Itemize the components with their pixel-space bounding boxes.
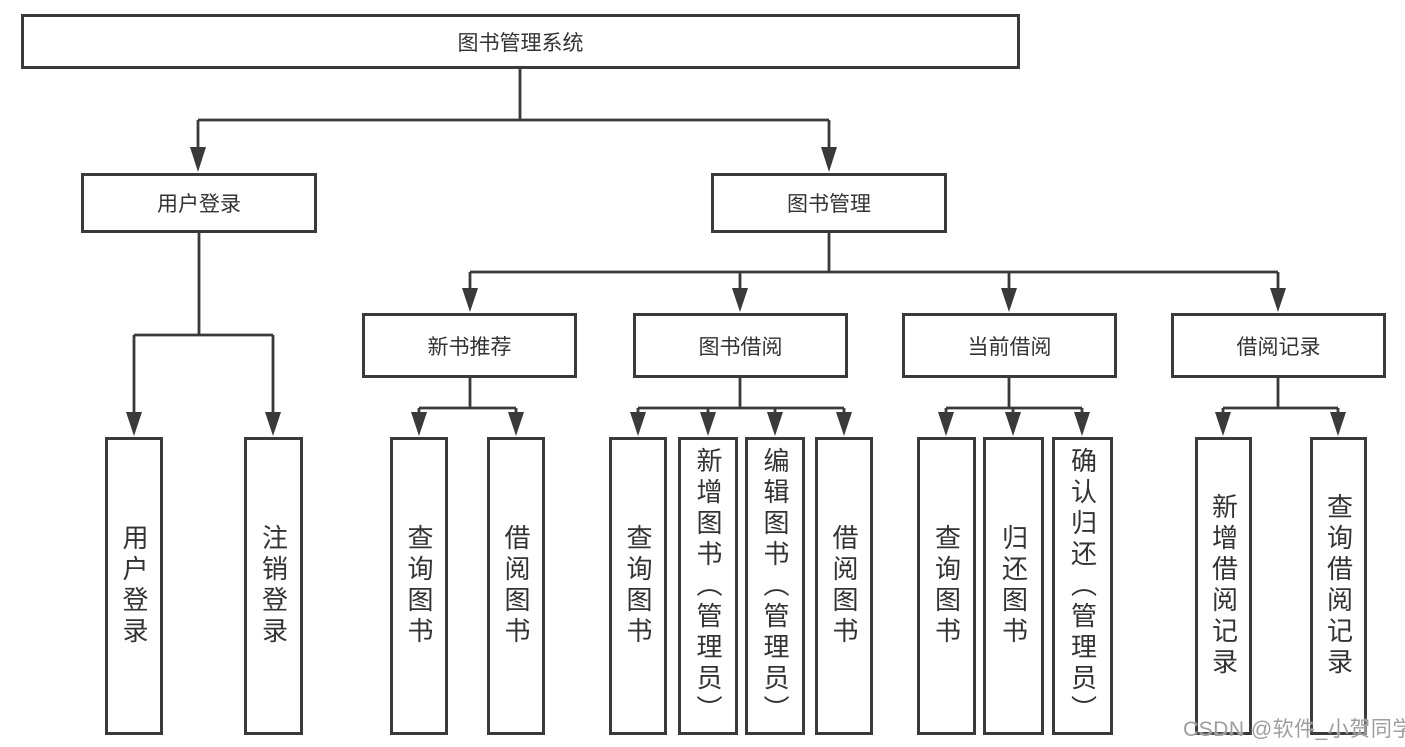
leaf-label: 新增借阅记录 bbox=[1208, 493, 1239, 679]
leaf-add-borrow-record: 新增借阅记录 bbox=[1195, 437, 1252, 735]
leaf-label: 查询图书 bbox=[931, 524, 962, 648]
leaf-current-query-book: 查询图书 bbox=[917, 437, 976, 735]
leaf-add-book-admin: 新增图书（管理员） bbox=[678, 437, 738, 735]
node-library-management-system: 图书管理系统 bbox=[21, 14, 1020, 69]
node-label: 用户登录 bbox=[157, 193, 241, 216]
leaf-return-book: 归还图书 bbox=[983, 437, 1044, 735]
node-label: 图书管理 bbox=[787, 193, 871, 216]
leaf-label: 查询借阅记录 bbox=[1323, 493, 1354, 679]
leaf-logout: 注销登录 bbox=[244, 437, 303, 735]
leaf-recommend-query-book: 查询图书 bbox=[390, 437, 448, 735]
leaf-label: 查询图书 bbox=[404, 524, 434, 648]
leaf-label: 编辑图书（管理员） bbox=[760, 446, 790, 726]
leaf-borrow-book: 借阅图书 bbox=[815, 437, 873, 735]
node-user-login: 用户登录 bbox=[81, 173, 317, 233]
leaf-query-borrow-record: 查询借阅记录 bbox=[1310, 437, 1367, 735]
leaf-label: 注销登录 bbox=[258, 524, 289, 648]
leaf-edit-book-admin: 编辑图书（管理员） bbox=[745, 437, 805, 735]
node-label: 图书借阅 bbox=[698, 335, 783, 359]
leaf-label: 借阅图书 bbox=[829, 524, 859, 648]
node-borrowing-records: 借阅记录 bbox=[1171, 313, 1386, 378]
node-book-management: 图书管理 bbox=[711, 173, 947, 233]
leaf-borrowing-query-book: 查询图书 bbox=[609, 437, 667, 735]
leaf-user-login: 用户登录 bbox=[105, 437, 163, 735]
node-book-borrowing: 图书借阅 bbox=[633, 313, 848, 378]
leaf-confirm-return-admin: 确认归还（管理员） bbox=[1052, 437, 1113, 735]
node-label: 新书推荐 bbox=[427, 335, 512, 359]
node-label: 图书管理系统 bbox=[457, 31, 584, 55]
leaf-label: 确认归还（管理员） bbox=[1067, 446, 1098, 726]
node-label: 借阅记录 bbox=[1236, 335, 1321, 359]
leaf-label: 新增图书（管理员） bbox=[693, 446, 723, 726]
leaf-label: 归还图书 bbox=[998, 524, 1029, 648]
csdn-watermark: CSDN @软件_小贺同学 bbox=[1183, 718, 1405, 741]
leaf-label: 借阅图书 bbox=[501, 524, 531, 648]
leaf-recommend-borrow-book: 借阅图书 bbox=[487, 437, 545, 735]
node-new-book-recommend: 新书推荐 bbox=[362, 313, 577, 378]
leaf-label: 用户登录 bbox=[119, 524, 149, 648]
leaf-label: 查询图书 bbox=[623, 524, 653, 648]
node-label: 当前借阅 bbox=[967, 335, 1052, 359]
node-current-borrowing: 当前借阅 bbox=[902, 313, 1117, 378]
